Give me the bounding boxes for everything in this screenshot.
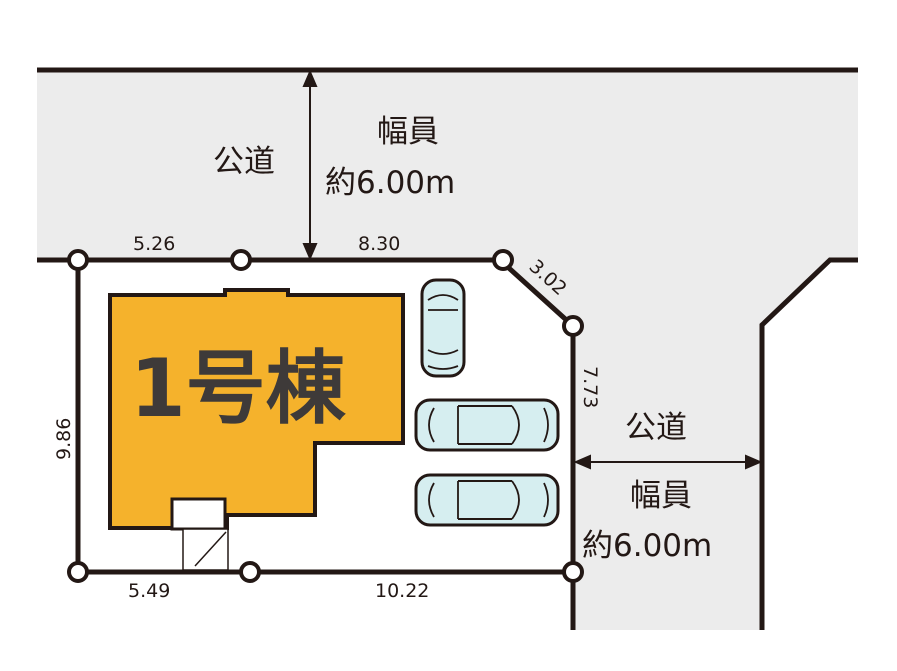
north-road [37, 70, 858, 630]
car-icon [420, 278, 466, 378]
entrance-porch [170, 497, 227, 531]
north-road-width-value: 約6.00m [325, 165, 455, 201]
dim-top-left: 5.26 [133, 233, 175, 255]
entrance-stair-line [194, 531, 227, 567]
building-label: 1号棟 [130, 342, 347, 435]
dim-top-right: 8.30 [358, 233, 400, 255]
north-road-width-label: 幅員 [377, 114, 439, 150]
north-road-type: 公道 [213, 144, 275, 180]
east-road-type: 公道 [625, 410, 687, 446]
boundary-markers [67, 249, 584, 583]
east-road-width-label: 幅員 [630, 478, 692, 514]
dim-bottom-left: 5.49 [128, 580, 170, 602]
dim-bottom-right: 10.22 [375, 580, 429, 602]
east-road-width-value: 約6.00m [582, 528, 712, 564]
car-icon [414, 398, 560, 452]
dim-left: 9.86 [53, 418, 75, 460]
entrance-steps [182, 528, 229, 571]
building-footprint [108, 288, 405, 530]
car-icon [414, 473, 560, 527]
road-edge-corner [759, 257, 858, 630]
road-width-arrows [302, 69, 763, 470]
dim-right: 7.73 [579, 366, 601, 408]
